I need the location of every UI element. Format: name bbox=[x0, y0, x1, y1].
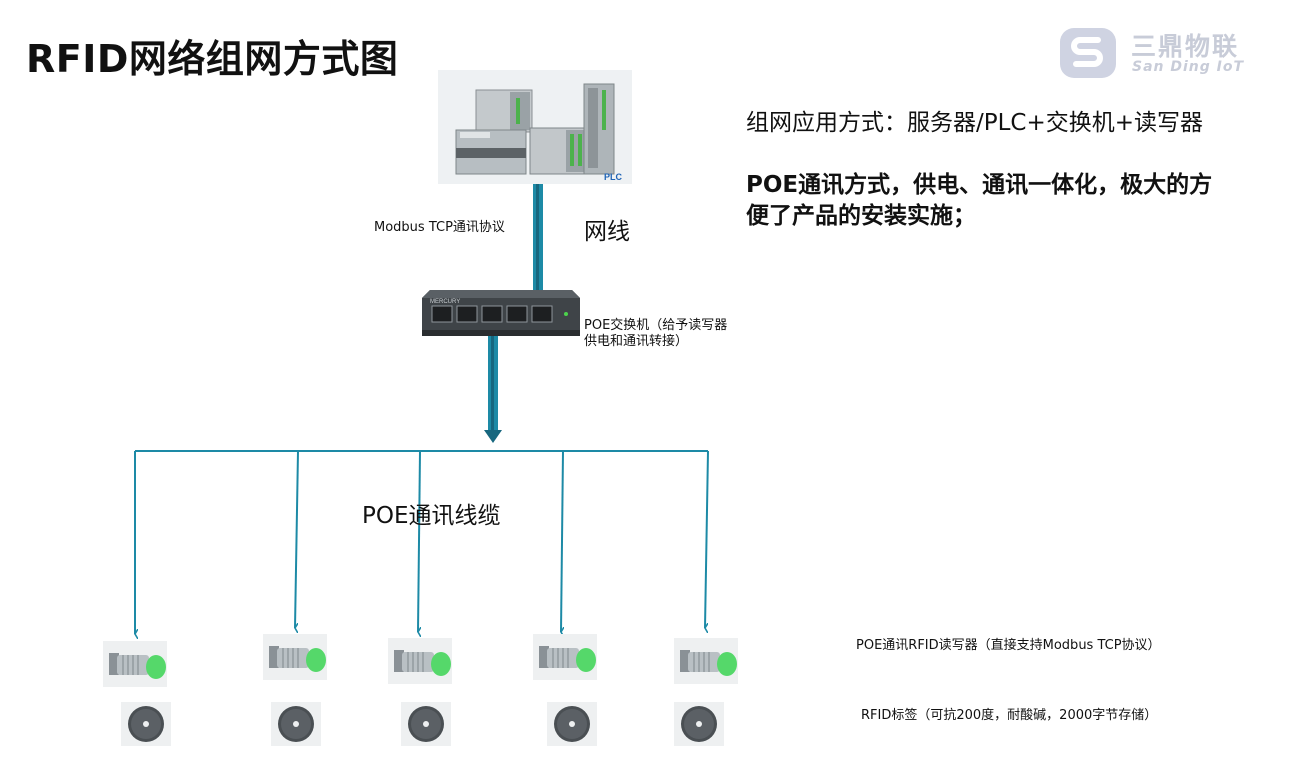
networking-description: 组网应用方式：服务器/PLC+交换机+读写器 bbox=[746, 110, 1204, 136]
company-logo bbox=[1058, 26, 1258, 82]
rfid-reader-4 bbox=[533, 634, 597, 680]
S-logo-icon bbox=[1060, 28, 1116, 78]
rfid-reader-3 bbox=[388, 638, 452, 684]
rfid-tag-4 bbox=[547, 702, 597, 746]
rfid-reader-2 bbox=[263, 634, 327, 680]
rfid-tag-1 bbox=[121, 702, 171, 746]
logo-text-en: San Ding IoT bbox=[1132, 59, 1245, 75]
rfid-tag-2 bbox=[271, 702, 321, 746]
drop-arrow-2 bbox=[294, 450, 299, 628]
plc-label: PLC bbox=[604, 172, 623, 182]
rfid-tag-3 bbox=[401, 702, 451, 746]
switch-label: POE交换机（给予读写器供电和通讯转接） bbox=[584, 318, 728, 349]
tag-label: RFID标签（可抗200度，耐酸碱，2000字节存储） bbox=[861, 708, 1158, 723]
protocol-label: Modbus TCP通讯协议 bbox=[374, 220, 505, 235]
network-cable-bottom bbox=[484, 334, 502, 443]
reader-label: POE通讯RFID读写器（直接支持Modbus TCP协议） bbox=[856, 638, 1161, 653]
drop-arrow-3 bbox=[417, 450, 420, 632]
poe-description: POE通讯方式，供电、通讯一体化，极大的方便了产品的安装实施； bbox=[746, 172, 1213, 229]
rfid-tag-5 bbox=[674, 702, 724, 746]
rfid-reader-5 bbox=[674, 638, 738, 684]
switch-brand: MERCURY bbox=[430, 299, 460, 305]
rfid-reader-1 bbox=[103, 641, 167, 687]
cable-label-top: 网线 bbox=[584, 219, 630, 245]
drop-arrow-4 bbox=[560, 450, 563, 632]
page-title: RFID网络组网方式图 bbox=[26, 37, 399, 81]
cable-label-bottom: POE通讯线缆 bbox=[362, 503, 501, 529]
plc-image: PLC bbox=[438, 70, 632, 184]
drop-arrow-5 bbox=[704, 450, 709, 628]
poe-switch-image: MERCURY bbox=[420, 282, 582, 340]
logo-text-cn: 三鼎物联 bbox=[1131, 32, 1240, 61]
